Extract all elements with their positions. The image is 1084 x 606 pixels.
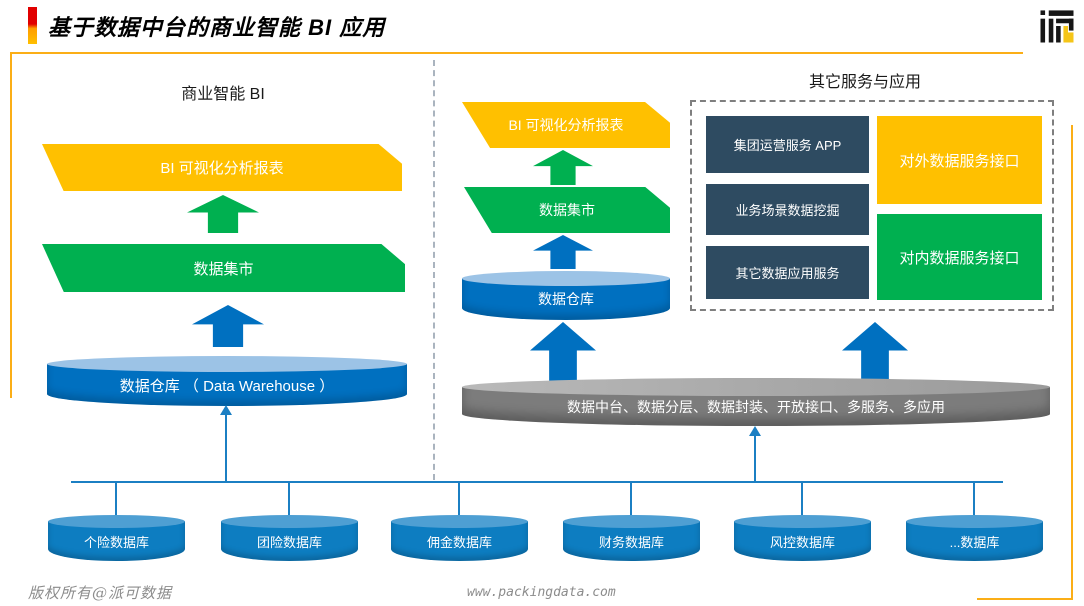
right-section-heading: 其它服务与应用 [808, 74, 921, 91]
mid-bi-report-banner: BI 可视化分析报表 [462, 102, 670, 148]
cylinder-top-ellipse [734, 515, 871, 528]
mid-arrow-warehouse-to-mart [533, 235, 593, 269]
arrow-platform-to-mid-warehouse [530, 322, 596, 384]
external-api-box: 对外数据服务接口 [877, 116, 1042, 204]
cylinder-top-ellipse [563, 515, 700, 528]
cylinder-top-ellipse [221, 515, 358, 528]
left-data-mart-banner: 数据集市 [42, 244, 405, 292]
mid-warehouse-cylinder: 数据仓库 [462, 271, 670, 320]
left-data-mart-label: 数据集市 [193, 260, 254, 278]
db-cylinder-more: ...数据库 [906, 515, 1043, 561]
frame-line-left [10, 52, 12, 398]
left-arrow-mart-to-bi [187, 195, 259, 233]
left-bi-report-banner: BI 可视化分析报表 [42, 144, 402, 191]
db-cylinder-commission: 佣金数据库 [391, 515, 528, 561]
cylinder-top-ellipse [391, 515, 528, 528]
riser-left-arrowhead [220, 405, 232, 415]
riser-left-warehouse [225, 414, 227, 482]
left-warehouse-cylinder: 数据仓库 （ Data Warehouse ） [47, 356, 407, 406]
db-stub [458, 481, 460, 517]
db-stub [973, 481, 975, 517]
copyright-text: 版权所有@派可数据 [28, 584, 173, 602]
left-warehouse-label: 数据仓库 （ Data Warehouse ） [47, 364, 407, 406]
packingdata-logo-icon [1040, 10, 1074, 43]
db-stub [801, 481, 803, 517]
internal-api-box: 对内数据服务接口 [877, 214, 1042, 300]
db-stub [288, 481, 290, 517]
cylinder-top-ellipse [48, 515, 185, 528]
db-cylinder-finance: 财务数据库 [563, 515, 700, 561]
frame-line-right [1071, 125, 1073, 600]
cylinder-top-ellipse [462, 378, 1050, 396]
service-group-app-box: 集团运营服务 APP [706, 116, 869, 173]
mid-data-mart-banner: 数据集市 [464, 187, 670, 233]
db-cylinder-risk: 风控数据库 [734, 515, 871, 561]
db-bus-line [71, 481, 1003, 483]
mid-bi-report-label: BI 可视化分析报表 [508, 117, 624, 133]
cylinder-top-ellipse [906, 515, 1043, 528]
arrow-platform-to-services [842, 322, 908, 384]
cylinder-top-ellipse [47, 356, 407, 372]
service-data-mining-box: 业务场景数据挖掘 [706, 184, 869, 235]
section-divider-dashed [433, 60, 435, 480]
db-stub [115, 481, 117, 517]
platform-cylinder: 数据中台、数据分层、数据封装、开放接口、多服务、多应用 [462, 378, 1050, 426]
left-arrow-warehouse-to-mart [192, 305, 264, 347]
riser-platform [754, 435, 756, 482]
mid-data-mart-label: 数据集市 [539, 202, 595, 218]
db-cylinder-personal: 个险数据库 [48, 515, 185, 561]
frame-line-bottom [977, 598, 1073, 600]
service-other-apps-box: 其它数据应用服务 [706, 246, 869, 299]
left-bi-report-label: BI 可视化分析报表 [160, 160, 284, 177]
db-stub [630, 481, 632, 517]
cylinder-top-ellipse [462, 271, 670, 286]
riser-platform-arrowhead [749, 426, 761, 436]
website-text: www.packingdata.com [467, 585, 616, 600]
page-title: 基于数据中台的商业智能 BI 应用 [48, 15, 386, 40]
frame-line-top [10, 52, 1023, 54]
services-dashed-box [690, 100, 1054, 311]
title-accent-bar [28, 7, 37, 44]
left-section-heading: 商业智能 BI [181, 86, 265, 103]
db-cylinder-group: 团险数据库 [221, 515, 358, 561]
mid-arrow-mart-to-bi [533, 150, 593, 185]
